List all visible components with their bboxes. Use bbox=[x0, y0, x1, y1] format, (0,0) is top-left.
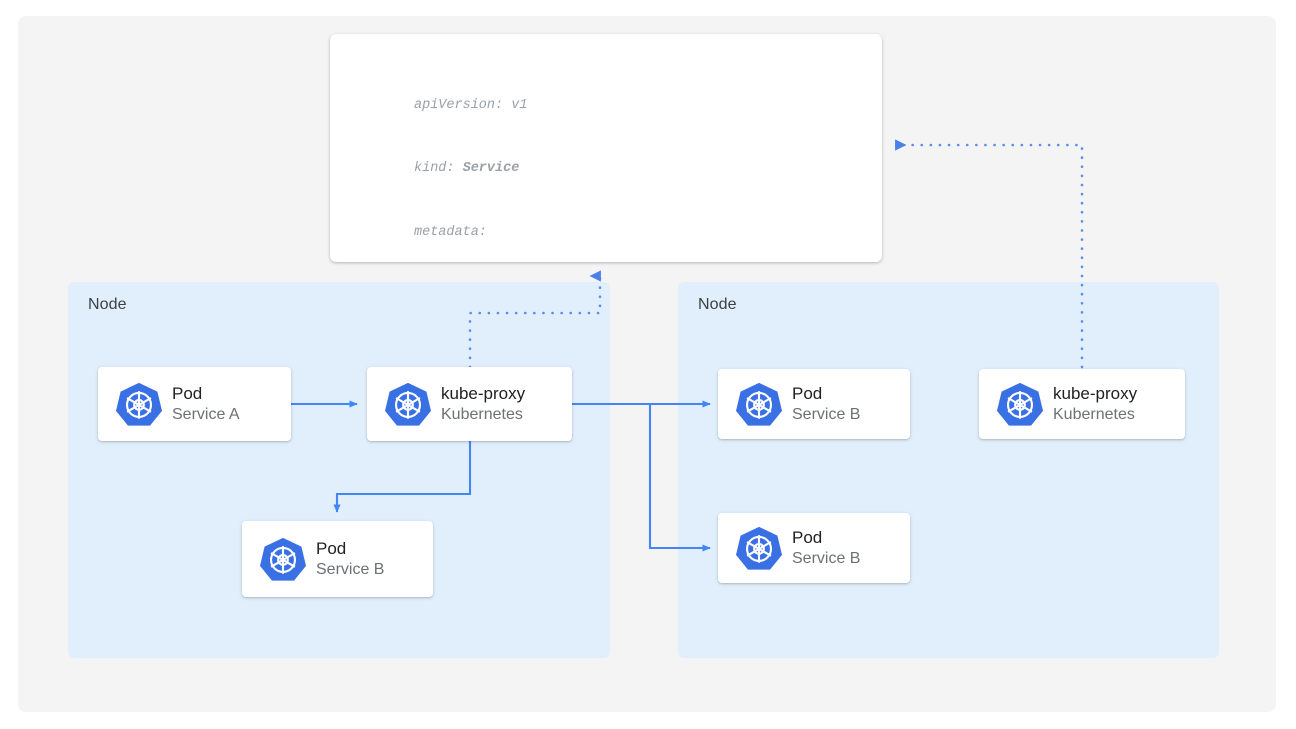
card-pod-service-b-left-text: Pod Service B bbox=[316, 538, 384, 579]
yaml-kind-value: Service bbox=[462, 161, 520, 177]
card-subtitle: Service A bbox=[172, 405, 240, 423]
service-manifest-body: apiVersion: v1 kind: Service metadata: n… bbox=[414, 52, 746, 262]
service-manifest-card: apiVersion: v1 kind: Service metadata: n… bbox=[330, 34, 882, 262]
card-title: Pod bbox=[792, 528, 823, 548]
card-kube-proxy-right[interactable]: kube-proxy Kubernetes bbox=[979, 369, 1185, 439]
yaml-line-metadata: metadata: bbox=[414, 225, 487, 241]
card-title: kube-proxy bbox=[1053, 384, 1138, 404]
kubernetes-logo-icon bbox=[385, 382, 431, 426]
card-title: kube-proxy bbox=[441, 384, 526, 404]
kubernetes-logo-icon bbox=[116, 382, 162, 426]
kubernetes-logo-icon bbox=[260, 537, 306, 581]
card-kube-proxy-right-text: kube-proxy Kubernetes bbox=[1053, 383, 1137, 424]
card-subtitle: Kubernetes bbox=[441, 405, 523, 423]
card-kube-proxy-left[interactable]: kube-proxy Kubernetes bbox=[367, 367, 572, 441]
kubernetes-logo-icon bbox=[736, 382, 782, 426]
node-right-label: Node bbox=[698, 296, 737, 313]
card-title: Pod bbox=[316, 539, 347, 559]
card-title: Pod bbox=[792, 384, 823, 404]
card-pod-service-a[interactable]: Pod Service A bbox=[98, 367, 291, 441]
card-pod-service-b-right-top-text: Pod Service B bbox=[792, 383, 860, 424]
node-left-label: Node bbox=[88, 296, 127, 313]
card-pod-service-b-right-bottom-text: Pod Service B bbox=[792, 527, 860, 568]
node-right: Node bbox=[678, 282, 1219, 658]
card-subtitle: Service B bbox=[792, 549, 861, 567]
node-left: Node bbox=[68, 282, 610, 658]
card-pod-service-b-right-bottom[interactable]: Pod Service B bbox=[718, 513, 910, 583]
kubernetes-logo-icon bbox=[736, 526, 782, 570]
card-subtitle: Service B bbox=[792, 405, 861, 423]
yaml-line-apiversion: apiVersion: v1 bbox=[414, 97, 528, 113]
card-subtitle: Service B bbox=[316, 560, 385, 578]
kubernetes-logo-icon bbox=[997, 382, 1043, 426]
card-title: Pod bbox=[172, 384, 203, 404]
card-kube-proxy-left-text: kube-proxy Kubernetes bbox=[441, 383, 525, 424]
card-pod-service-b-left[interactable]: Pod Service B bbox=[242, 521, 433, 597]
yaml-line-kind: kind: Service bbox=[414, 158, 746, 179]
card-subtitle: Kubernetes bbox=[1053, 405, 1135, 423]
card-pod-service-b-right-top[interactable]: Pod Service B bbox=[718, 369, 910, 439]
yaml-kind-key: kind: bbox=[414, 161, 463, 177]
card-pod-service-a-text: Pod Service A bbox=[172, 383, 240, 424]
